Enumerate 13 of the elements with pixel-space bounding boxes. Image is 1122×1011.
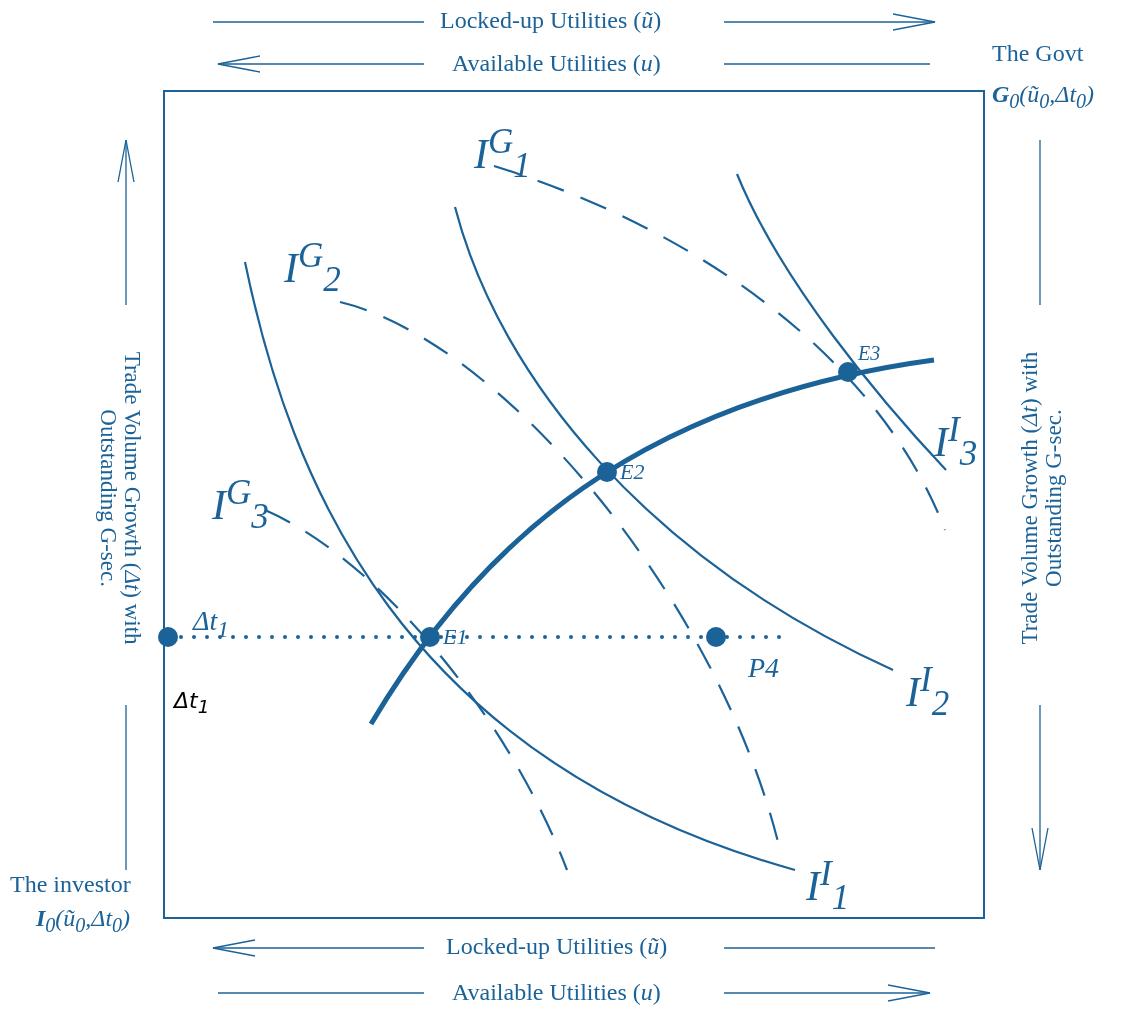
origin-label: G$_{0}$(ũ$_{0}$,Δt$_{0}$) bbox=[992, 82, 1095, 111]
axis-label: Available Utilities (u) bbox=[452, 980, 661, 1004]
axis-label: Locked-up Utilities (ũ) bbox=[440, 8, 662, 32]
point-label: Δt$_{1}$ bbox=[174, 690, 210, 717]
origin-label: The investor bbox=[10, 872, 131, 896]
point-label: P4 bbox=[748, 654, 780, 682]
axis-label: Locked-up Utilities (ũ) bbox=[446, 934, 668, 958]
axis-label: Available Utilities (u) bbox=[452, 51, 661, 75]
origin-label: I$_{0}$(ũ$_{0}$,Δt$_{0}$) bbox=[36, 906, 131, 935]
point-label: E1 bbox=[443, 626, 468, 648]
point-label: E2 bbox=[620, 461, 645, 483]
point-label: E3 bbox=[858, 343, 881, 363]
origin-label: The Govt bbox=[992, 41, 1084, 65]
